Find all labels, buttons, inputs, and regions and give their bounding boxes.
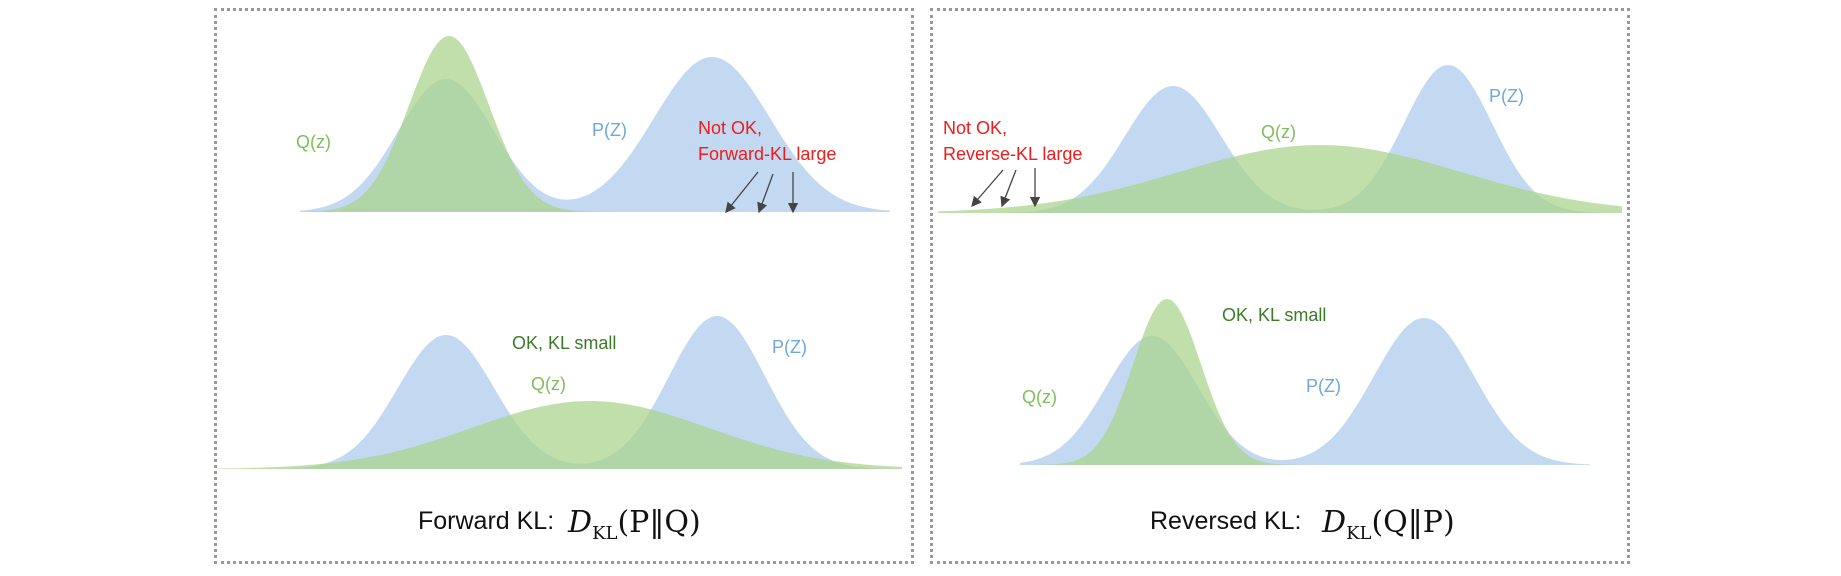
right-warning-arrow-1 bbox=[971, 169, 1004, 207]
left-top-warning-line1: Not OK, bbox=[698, 118, 762, 138]
right-top-q-label: Q(z) bbox=[1261, 122, 1296, 142]
right-top-q-curve bbox=[938, 145, 1622, 213]
reverse-kl-caption: Reversed KL: bbox=[1150, 507, 1301, 535]
left-top-q-curve bbox=[300, 36, 620, 212]
left-bottom-q-curve bbox=[218, 401, 902, 469]
right-bottom-q-curve bbox=[1020, 299, 1320, 465]
reverse-kl-formula: DKL(Q‖P) bbox=[1321, 505, 1455, 544]
forward-kl-panel bbox=[214, 8, 914, 564]
forward-kl-formula: DKL(P‖Q) bbox=[567, 505, 701, 544]
left-top-p-label: P(Z) bbox=[592, 120, 627, 140]
reverse-kl-panel bbox=[930, 8, 1630, 564]
left-top-warning-line2: Forward-KL large bbox=[698, 144, 836, 164]
right-top-p-label: P(Z) bbox=[1489, 86, 1524, 106]
right-bottom-q-label: Q(z) bbox=[1022, 387, 1057, 407]
right-top-warning-line1: Not OK, bbox=[943, 118, 1007, 138]
right-warning-arrow-2 bbox=[1000, 169, 1017, 208]
left-top-q-label: Q(z) bbox=[296, 132, 331, 152]
left-bottom-ok-label: OK, KL small bbox=[512, 333, 616, 353]
left-bottom-q-label: Q(z) bbox=[531, 374, 566, 394]
right-bottom-p-label: P(Z) bbox=[1306, 376, 1341, 396]
left-warning-arrow-2 bbox=[757, 173, 774, 214]
left-bottom-p-label: P(Z) bbox=[772, 337, 807, 357]
left-warning-arrow-1 bbox=[725, 171, 759, 214]
left-bottom-p-curve bbox=[218, 316, 902, 469]
right-top-warning-line2: Reverse-KL large bbox=[943, 144, 1082, 164]
right-bottom-ok-label: OK, KL small bbox=[1222, 305, 1326, 325]
forward-kl-caption: Forward KL: bbox=[418, 507, 554, 535]
